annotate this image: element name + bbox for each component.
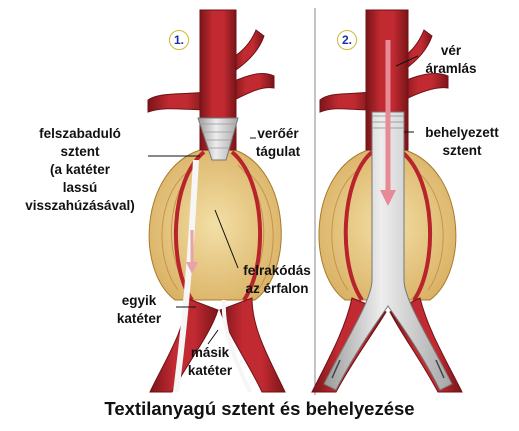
figure-caption: Textilanyagú sztent és behelyezése (0, 398, 519, 420)
panel-1-vessel (148, 10, 285, 392)
label-released-stent: felszabaduló sztent (a katéter lassú vis… (6, 125, 154, 215)
label-catheter-one: egyik katéter (104, 292, 174, 328)
label-blood-flow: vér áramlás (420, 42, 482, 78)
label-inserted-stent: behelyezett sztent (414, 124, 510, 160)
step-1-badge: 1. (169, 30, 189, 50)
label-plaque: felrakódás az érfalon (236, 262, 318, 298)
step-2-badge: 2. (337, 30, 357, 50)
label-aneurysm: verőér tágulat (246, 125, 310, 161)
label-catheter-other: másik katéter (178, 344, 242, 380)
